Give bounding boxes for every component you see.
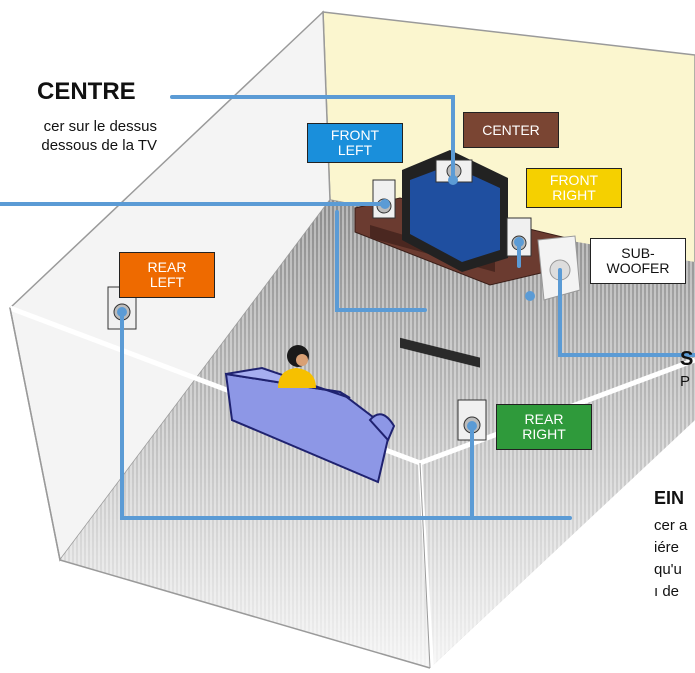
callout-dot-front-left — [380, 199, 390, 209]
front-left-speaker-icon — [372, 179, 396, 219]
label-rear-left: REAR LEFT — [119, 252, 215, 298]
callout-sub-line1: P — [680, 373, 691, 390]
callout-line-rear-left — [120, 310, 572, 520]
subwoofer-speaker-icon — [537, 235, 581, 301]
label-subwoofer: SUB- WOOFER — [590, 238, 686, 284]
callout-sub-heading: S — [680, 348, 694, 370]
callout-line-centre — [170, 95, 455, 182]
room-outline — [9, 307, 431, 669]
label-rear-right: REAR RIGHT — [496, 404, 592, 450]
callout-rear-heading: EIN — [654, 488, 685, 508]
callout-rear-line2: iére — [654, 539, 680, 556]
callout-dot-rear-right — [467, 421, 477, 431]
dvd-player — [400, 337, 480, 368]
room-outline-right — [419, 462, 431, 669]
callout-centre-heading: CENTRE — [37, 78, 136, 105]
callout-line-subwoofer — [558, 268, 695, 357]
tv-screen — [410, 165, 500, 262]
callout-rear-line1: cer a — [654, 517, 688, 534]
callout-dot-front-right — [514, 237, 524, 247]
label-front-left: FRONT LEFT — [307, 123, 403, 163]
label-center: CENTER — [463, 112, 559, 148]
callout-dot-subwoofer — [525, 291, 535, 301]
callout-rear-line4: ı de — [654, 583, 680, 600]
callout-dot-rear-left — [117, 307, 127, 317]
callout-dots — [117, 175, 535, 431]
person-icon — [278, 345, 316, 388]
callout-line-center-speaker — [335, 210, 427, 312]
callout-centre-line1: cer sur le dessus — [43, 118, 157, 135]
callout-centre-line2: dessous de la TV — [41, 137, 157, 154]
callout-rear-line3: qu'u — [654, 561, 682, 578]
label-front-right: FRONT RIGHT — [526, 168, 622, 208]
callout-lines — [0, 95, 695, 520]
callout-dot-center — [448, 175, 458, 185]
